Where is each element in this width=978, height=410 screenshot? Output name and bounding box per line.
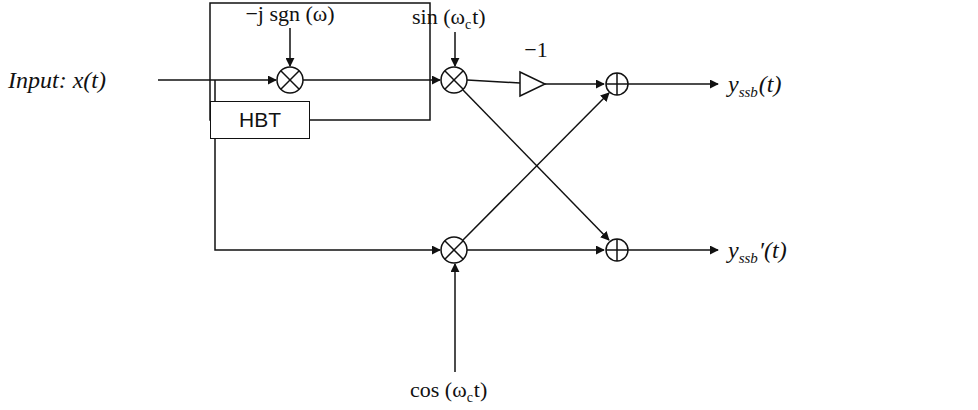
carrier-label: t) <box>474 378 487 402</box>
output-wire <box>628 249 718 251</box>
subscript: ssb <box>739 250 758 267</box>
subscript: c <box>465 17 471 32</box>
control-arrow <box>289 28 291 66</box>
output-signal-label: ′(t) <box>759 237 787 263</box>
carrier-label: t) <box>472 5 485 29</box>
adder-symbol <box>606 73 628 95</box>
mixer-wire <box>467 249 604 251</box>
carrier-label: cos (ω <box>410 378 467 402</box>
multiplier-symbol <box>277 67 303 93</box>
subscript: c <box>467 390 473 405</box>
inverter-wire <box>545 83 604 85</box>
adder-symbol <box>606 239 628 261</box>
mixer-wire <box>467 80 520 83</box>
multiplier-symbol <box>441 237 467 263</box>
subscript: ssb <box>739 84 758 101</box>
output-signal-label: y <box>728 71 739 97</box>
output-signal-label: (t) <box>759 71 782 97</box>
carrier-arrow <box>454 32 456 66</box>
cross-wire <box>463 93 609 240</box>
output-signal-label: y <box>728 237 739 263</box>
hilbert-factor-label: −j sgn (ω) <box>245 2 334 26</box>
cross-wire <box>463 90 609 240</box>
box-label: HBT <box>239 108 281 132</box>
output-wire <box>628 83 718 85</box>
gain-label: −1 <box>524 38 547 62</box>
multiplier-symbol <box>441 67 467 93</box>
input-signal-label: Input: x(t) <box>8 67 106 93</box>
inverter-triangle <box>520 72 545 96</box>
input-wire <box>158 79 276 81</box>
carrier-label: sin (ω <box>412 5 465 29</box>
process-box: HBT <box>210 101 310 139</box>
hilbert-output-wire <box>303 79 440 81</box>
carrier-arrow <box>454 264 456 372</box>
